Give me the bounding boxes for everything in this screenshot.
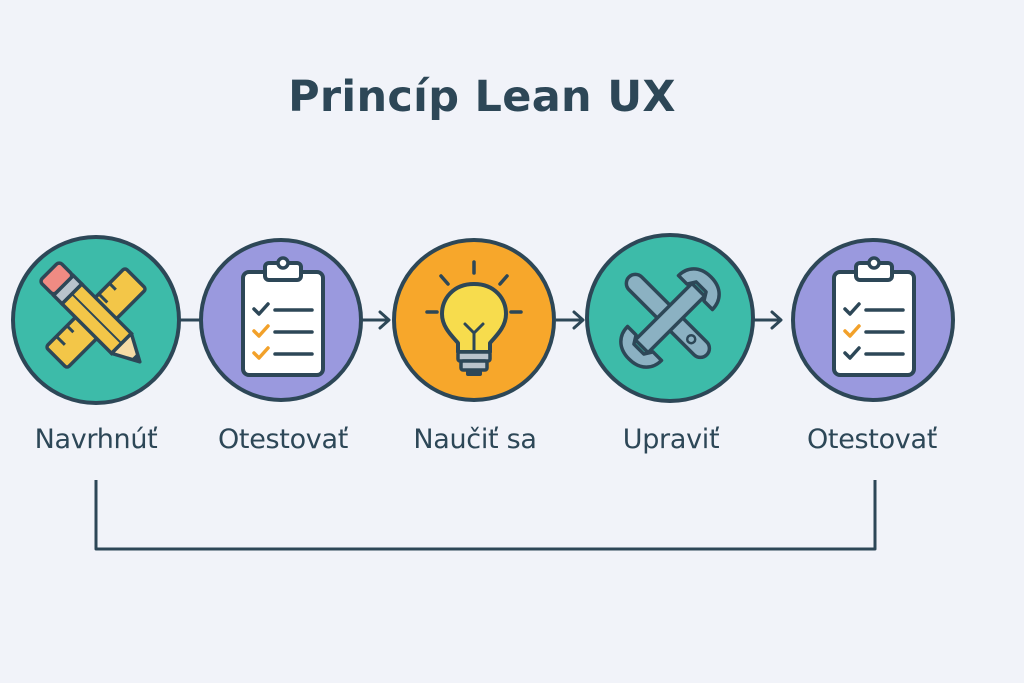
feedback-loop-line xyxy=(94,480,877,551)
lightbulb-icon xyxy=(425,260,523,376)
arrow-right-icon xyxy=(556,310,585,330)
wrench-tools-icon xyxy=(619,267,721,369)
step-1-node xyxy=(11,235,181,405)
step-3-node xyxy=(392,238,556,402)
arrow-right-icon xyxy=(752,310,783,330)
step-2-label: Otestovať xyxy=(217,424,349,455)
diagram-title: Princíp Lean UX xyxy=(288,72,676,122)
step-5-node xyxy=(791,238,955,402)
pencil-ruler-icon xyxy=(39,261,147,369)
step-3-label: Naučiť sa xyxy=(413,424,537,455)
step-5-label: Otestovať xyxy=(806,424,938,455)
step-2-node xyxy=(199,238,363,402)
step-4-label: Upraviť xyxy=(622,424,720,455)
step-1-label: Navrhnúť xyxy=(34,424,158,455)
clipboard-checklist-icon xyxy=(832,256,916,377)
step-4-node xyxy=(585,233,755,403)
clipboard-checklist-icon xyxy=(241,256,325,377)
arrow-right-icon xyxy=(360,310,391,330)
